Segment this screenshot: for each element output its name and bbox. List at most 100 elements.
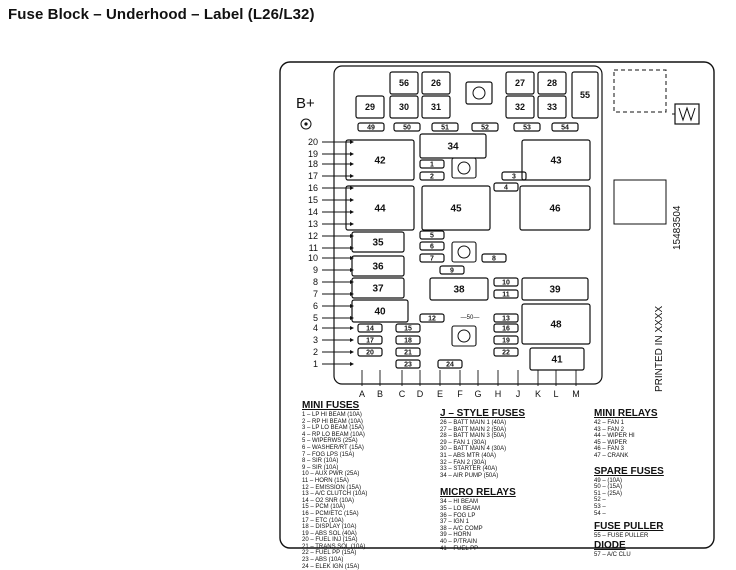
spare-fuse-50 bbox=[393, 122, 421, 132]
mini-fuse-17 bbox=[357, 335, 383, 345]
bottom-pin-B: B bbox=[377, 389, 383, 399]
mini-fuse-12 bbox=[419, 313, 445, 323]
mini-fuse-11-label: 11 bbox=[502, 292, 510, 299]
bottom-pin-F: F bbox=[457, 389, 463, 399]
relay-45-label: 45 bbox=[450, 204, 462, 215]
mini-fuse-5 bbox=[419, 230, 445, 240]
relay-42-label: 42 bbox=[374, 156, 386, 167]
legend-item-j-style: 33 – STARTER (40A) bbox=[440, 466, 498, 473]
mount-stud-icon bbox=[472, 86, 486, 100]
pin-arrow-icon bbox=[350, 338, 354, 342]
legend-item-mini-fuse: 16 – PCM/ETC (15A) bbox=[302, 510, 359, 517]
stud-recess-1 bbox=[451, 157, 477, 179]
mini-fuse-9 bbox=[439, 265, 465, 275]
fuse-area-outline bbox=[333, 65, 603, 385]
mini-fuse-21-label: 21 bbox=[404, 350, 412, 357]
legend-item-spare-fuse: 53 – bbox=[594, 503, 606, 510]
legend-item-j-style: 28 – BATT MAIN 3 (50A) bbox=[440, 433, 507, 440]
relay-32-label: 32 bbox=[515, 102, 525, 112]
spare-fuse-53-label: 53 bbox=[523, 125, 531, 132]
mini-fuse-7 bbox=[419, 253, 445, 263]
relay-37 bbox=[351, 277, 405, 299]
mini-fuse-19-label: 19 bbox=[502, 338, 510, 345]
bottom-pin-K: K bbox=[535, 389, 541, 399]
pin-label-17: 17 bbox=[308, 171, 318, 181]
mini-fuse-14-label: 14 bbox=[366, 326, 374, 333]
pin-arrow-icon bbox=[350, 292, 354, 296]
legend-heading-spare-fuses: SPARE FUSES bbox=[594, 465, 664, 477]
legend-heading-micro-relays: MICRO RELAYS bbox=[440, 487, 516, 499]
pin-label-3: 3 bbox=[313, 335, 318, 345]
mini-fuse-22-label: 22 bbox=[502, 350, 510, 357]
relay-46 bbox=[519, 185, 591, 231]
relay-46-label: 46 bbox=[549, 204, 561, 215]
legend-item-mini-fuse: 21 – TRANS SOL (10A) bbox=[302, 543, 366, 550]
relay-29 bbox=[355, 95, 385, 119]
pin-arrow-icon bbox=[350, 162, 354, 166]
legend-item-fuse-puller: 55 – FUSE PULLER bbox=[594, 533, 649, 540]
relay-36-label: 36 bbox=[372, 262, 384, 273]
relay-31-label: 31 bbox=[431, 102, 441, 112]
mini-fuse-14 bbox=[357, 323, 383, 333]
legend-item-mini-fuse: 6 – WASHER/RT (15A) bbox=[302, 444, 364, 451]
bottom-pin-H: H bbox=[495, 389, 502, 399]
pin-label-7: 7 bbox=[313, 289, 318, 299]
mini-fuse-15 bbox=[395, 323, 421, 333]
legend-item-micro-relay: 35 – LO BEAM bbox=[440, 505, 481, 512]
spare-fuse-54 bbox=[551, 122, 579, 132]
relay-41 bbox=[529, 347, 585, 371]
mini-fuse-22 bbox=[493, 347, 519, 357]
legend-item-j-style: 30 – BATT MAIN 4 (30A) bbox=[440, 446, 507, 453]
mini-fuse-4-label: 4 bbox=[504, 185, 508, 192]
bottom-pin-C: C bbox=[399, 389, 406, 399]
mini-fuse-7-label: 7 bbox=[430, 256, 434, 263]
mini-fuse-13 bbox=[493, 313, 519, 323]
relay-28 bbox=[537, 71, 567, 95]
mini-fuse-11 bbox=[493, 289, 519, 299]
legend-item-spare-fuse: 49 – (10A) bbox=[594, 477, 623, 484]
legend-item-mini-fuse: 9 – SIR (10A) bbox=[302, 464, 339, 471]
pin-label-4: 4 bbox=[313, 323, 318, 333]
pin-arrow-icon bbox=[350, 140, 354, 144]
relay-30 bbox=[389, 95, 419, 119]
legend-item-mini-fuse: 13 – A/C CLUTCH (10A) bbox=[302, 491, 368, 498]
pin-label-19: 19 bbox=[308, 149, 318, 159]
relay-28-label: 28 bbox=[547, 78, 557, 88]
mini-fuse-10-label: 10 bbox=[502, 280, 510, 287]
relay-43 bbox=[521, 139, 591, 181]
relay-44 bbox=[345, 185, 415, 231]
pin-arrow-icon bbox=[350, 174, 354, 178]
mini-fuse-8 bbox=[481, 253, 507, 263]
legend-item-micro-relay: 38 – A/C COMP bbox=[440, 525, 483, 532]
pin-arrow-icon bbox=[350, 326, 354, 330]
legend-item-mini-fuse: 4 – RP LO BEAM (10A) bbox=[302, 431, 365, 438]
relay-48-label: 48 bbox=[550, 320, 562, 331]
legend-item-micro-relay: 34 – HI BEAM bbox=[440, 499, 479, 506]
relay-31 bbox=[421, 95, 451, 119]
pin-label-15: 15 bbox=[308, 195, 318, 205]
mini-fuse-3-label: 3 bbox=[512, 174, 516, 181]
legend-item-j-style: 31 – ABS MTR (40A) bbox=[440, 452, 497, 459]
pin-label-8: 8 bbox=[313, 277, 318, 287]
spare-fuse-51-label: 51 bbox=[441, 125, 449, 132]
mini-fuse-24 bbox=[437, 359, 463, 369]
relay-38-label: 38 bbox=[453, 285, 465, 296]
mini-fuse-17-label: 17 bbox=[366, 338, 374, 345]
connector-icon bbox=[672, 103, 700, 125]
relay-40-label: 40 bbox=[374, 307, 386, 318]
legend-item-mini-relay: 44 – WIPER HI bbox=[594, 433, 635, 440]
bottom-pin-L: L bbox=[553, 389, 558, 399]
bplus-label: B+ bbox=[296, 95, 315, 112]
mini-fuse-2 bbox=[419, 171, 445, 181]
legend-item-micro-relay: 39 – HORN bbox=[440, 532, 472, 539]
stud-recess-2 bbox=[451, 241, 477, 263]
relay-41-label: 41 bbox=[551, 355, 563, 366]
stud-circle-icon bbox=[457, 245, 471, 259]
legend-heading-j-style: J – STYLE FUSES bbox=[440, 408, 526, 419]
legend-item-mini-fuse: 22 – FUEL PP (15A) bbox=[302, 550, 357, 557]
relay-56-label: 56 bbox=[399, 78, 409, 88]
legend-item-mini-fuse: 1 – LP HI BEAM (10A) bbox=[302, 412, 362, 418]
legend-item-j-style: 32 – FAN 2 (30A) bbox=[440, 459, 487, 466]
pin-arrow-icon bbox=[350, 280, 354, 284]
